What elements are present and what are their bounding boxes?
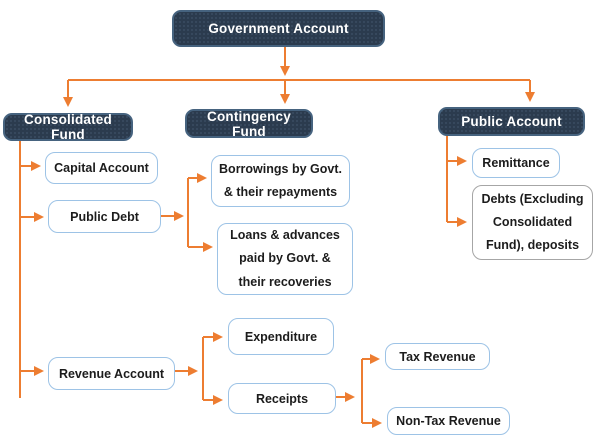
node-tax-revenue-label: Tax Revenue xyxy=(399,349,476,364)
node-debts-deposits-label: Debts (Excluding Consolidated Fund), dep… xyxy=(481,191,584,253)
node-revenue-account-label: Revenue Account xyxy=(58,366,165,381)
node-expenditure-label: Expenditure xyxy=(244,329,318,344)
node-public-account-label: Public Account xyxy=(461,114,562,129)
node-receipts: Receipts xyxy=(228,383,336,414)
node-debts-deposits: Debts (Excluding Consolidated Fund), dep… xyxy=(472,185,593,260)
node-government-account: Government Account xyxy=(172,10,385,47)
node-contingency-fund: Contingency Fund xyxy=(185,108,313,139)
node-consolidated-fund-label: Consolidated Fund xyxy=(24,112,112,142)
node-remittance: Remittance xyxy=(472,148,560,178)
node-receipts-label: Receipts xyxy=(255,391,309,406)
node-revenue-account: Revenue Account xyxy=(48,357,175,390)
node-borrowings-label: Borrowings by Govt. & their repayments xyxy=(219,161,342,199)
node-expenditure: Expenditure xyxy=(228,318,334,355)
node-contingency-fund-label: Contingency Fund xyxy=(207,108,291,139)
node-borrowings: Borrowings by Govt. & their repayments xyxy=(211,155,350,207)
node-public-debt: Public Debt xyxy=(48,200,161,233)
node-government-account-label: Government Account xyxy=(208,21,349,36)
node-capital-account: Capital Account xyxy=(45,152,158,184)
node-remittance-label: Remittance xyxy=(482,156,550,170)
node-non-tax-revenue: Non-Tax Revenue xyxy=(387,407,510,435)
node-tax-revenue: Tax Revenue xyxy=(385,343,490,370)
node-non-tax-revenue-label: Non-Tax Revenue xyxy=(396,414,501,428)
node-consolidated-fund: Consolidated Fund xyxy=(3,112,133,142)
node-public-account: Public Account xyxy=(438,107,585,136)
node-loans-advances-label: Loans & advances paid by Govt. & their r… xyxy=(230,228,340,289)
node-capital-account-label: Capital Account xyxy=(54,161,149,175)
node-loans-advances: Loans & advances paid by Govt. & their r… xyxy=(217,223,353,295)
node-public-debt-label: Public Debt xyxy=(70,209,139,224)
